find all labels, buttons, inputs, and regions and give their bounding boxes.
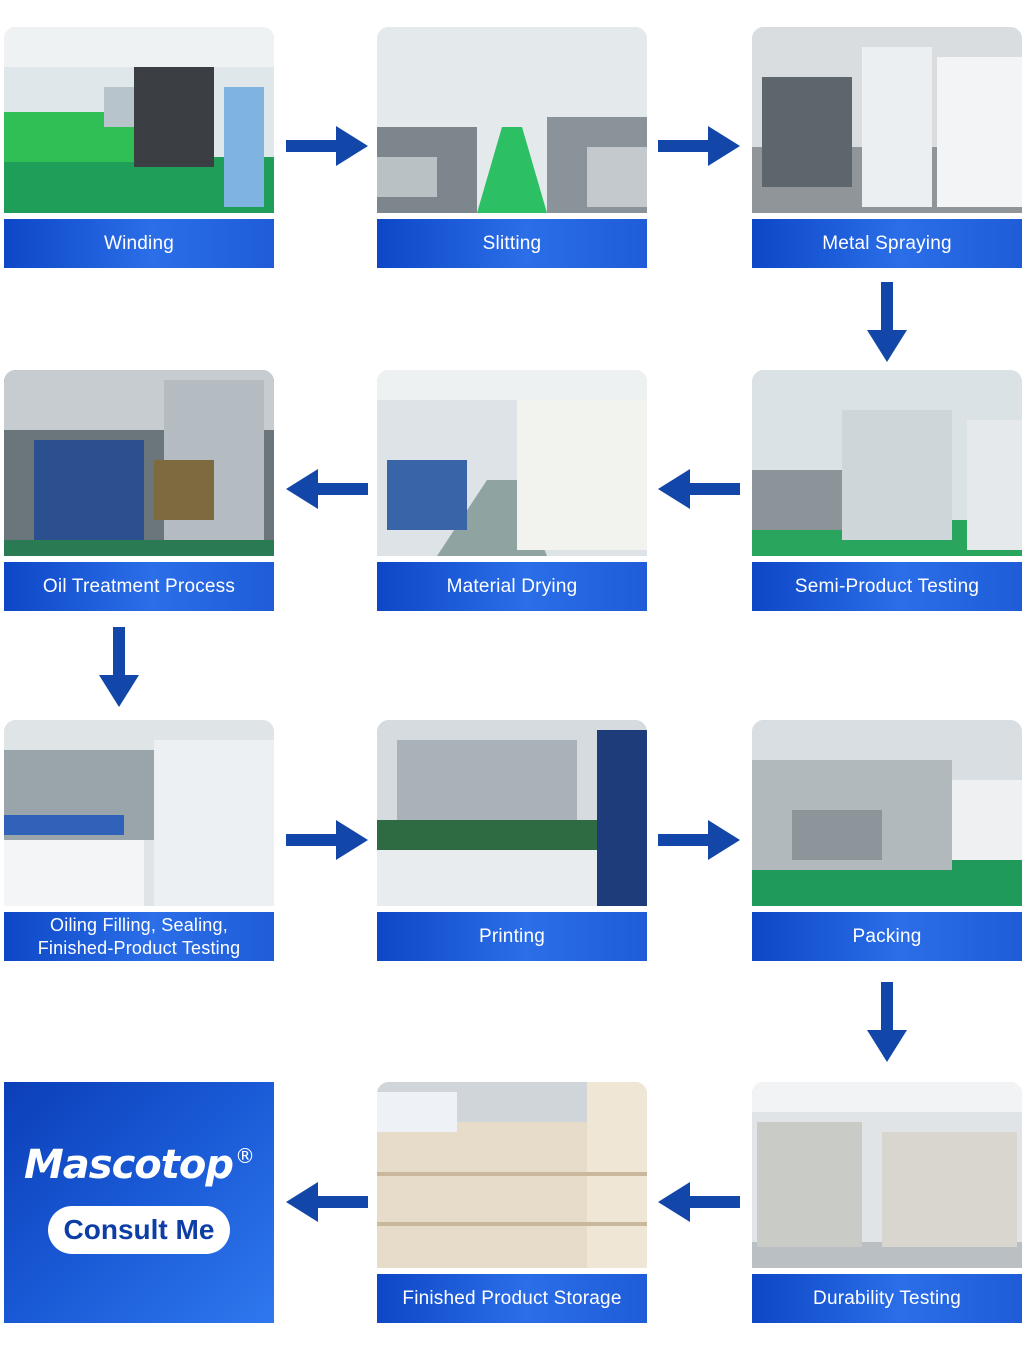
photo-durability-testing: [752, 1082, 1022, 1268]
step-label: Winding: [4, 219, 274, 268]
step-label: Finished Product Storage: [377, 1274, 647, 1323]
step-label: Slitting: [377, 219, 647, 268]
photo-semi-product-testing: [752, 370, 1022, 556]
photo-finished-product-storage: [377, 1082, 647, 1268]
step-slitting: Slitting: [377, 27, 647, 268]
arrow-left-icon: [286, 469, 368, 509]
brand-panel: Mascotop® Consult Me: [4, 1082, 274, 1323]
step-label: Oil Treatment Process: [4, 562, 274, 611]
step-label: Printing: [377, 912, 647, 961]
photo-slitting: [377, 27, 647, 213]
step-label: Durability Testing: [752, 1274, 1022, 1323]
photo-winding: [4, 27, 274, 213]
step-winding: Winding: [4, 27, 274, 268]
arrow-right-icon: [658, 126, 740, 166]
step-packing: Packing: [752, 720, 1022, 961]
step-label: Metal Spraying: [752, 219, 1022, 268]
photo-metal-spraying: [752, 27, 1022, 213]
photo-packing: [752, 720, 1022, 906]
arrow-left-icon: [658, 1182, 740, 1222]
arrow-right-icon: [658, 820, 740, 860]
step-label: Oiling Filling, Sealing, Finished-Produc…: [4, 912, 274, 961]
step-label: Semi-Product Testing: [752, 562, 1022, 611]
arrow-left-icon: [286, 1182, 368, 1222]
step-semi-product-testing: Semi-Product Testing: [752, 370, 1022, 611]
consult-me-button[interactable]: Consult Me: [47, 1205, 231, 1254]
arrow-down-icon: [867, 982, 907, 1062]
step-finished-product-storage: Finished Product Storage: [377, 1082, 647, 1323]
arrow-down-icon: [99, 627, 139, 707]
arrow-left-icon: [658, 469, 740, 509]
step-label: Material Drying: [377, 562, 647, 611]
step-metal-spraying: Metal Spraying: [752, 27, 1022, 268]
photo-oil-treatment: [4, 370, 274, 556]
registered-mark: ®: [235, 1144, 255, 1169]
photo-printing: [377, 720, 647, 906]
brand-logo: Mascotop®: [23, 1141, 255, 1188]
step-printing: Printing: [377, 720, 647, 961]
step-oil-treatment: Oil Treatment Process: [4, 370, 274, 611]
step-label: Packing: [752, 912, 1022, 961]
step-oiling-filling: Oiling Filling, Sealing, Finished-Produc…: [4, 720, 274, 961]
arrow-right-icon: [286, 126, 368, 166]
photo-material-drying: [377, 370, 647, 556]
arrow-right-icon: [286, 820, 368, 860]
step-durability-testing: Durability Testing: [752, 1082, 1022, 1323]
step-material-drying: Material Drying: [377, 370, 647, 611]
photo-oiling-filling: [4, 720, 274, 906]
arrow-down-icon: [867, 282, 907, 362]
